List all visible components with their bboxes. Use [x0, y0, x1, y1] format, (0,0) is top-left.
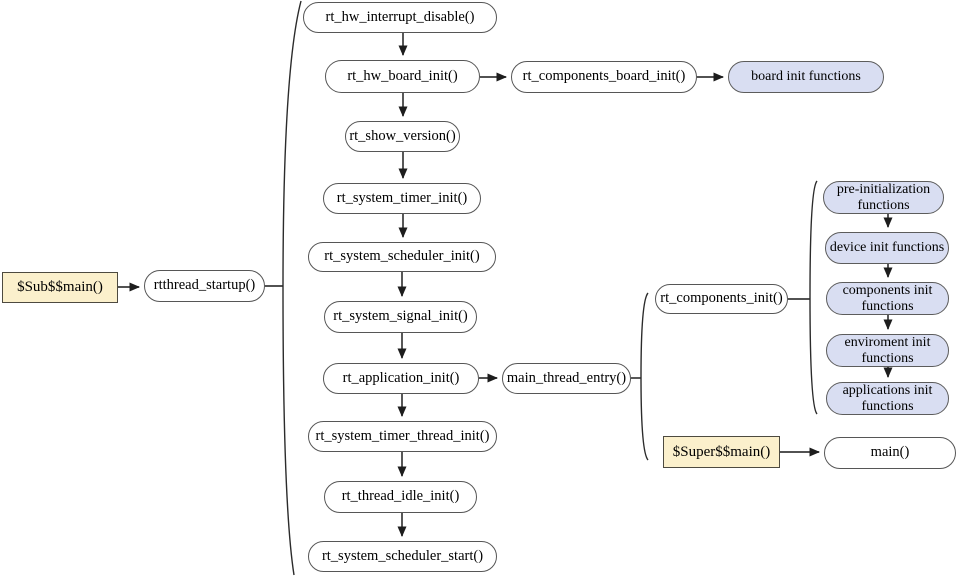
- node-rt-hw-interrupt-disable: rt_hw_interrupt_disable(): [303, 2, 497, 33]
- node-rt-system-scheduler-start: rt_system_scheduler_start(): [308, 541, 497, 572]
- node-main: main(): [824, 437, 956, 469]
- node-rt-thread-idle-init: rt_thread_idle_init(): [324, 481, 477, 513]
- node-rt-system-timer-init: rt_system_timer_init(): [323, 183, 481, 214]
- node-super-main: $Super$$main(): [663, 436, 780, 468]
- node-rt-components-board-init: rt_components_board_init(): [511, 61, 697, 93]
- node-rt-system-timer-thread-init: rt_system_timer_thread_init(): [308, 421, 497, 452]
- node-enviroment-init-functions: enviroment init functions: [826, 334, 949, 367]
- node-rt-system-scheduler-init: rt_system_scheduler_init(): [308, 242, 496, 272]
- node-rt-application-init: rt_application_init(): [323, 363, 479, 394]
- node-components-init-functions: components init functions: [826, 282, 949, 315]
- main-thread-brace: [640, 292, 649, 461]
- node-rt-hw-board-init: rt_hw_board_init(): [325, 60, 480, 93]
- node-rtthread-startup: rtthread_startup(): [144, 270, 265, 302]
- node-main-thread-entry: main_thread_entry(): [502, 363, 631, 394]
- node-rt-system-signal-init: rt_system_signal_init(): [324, 301, 477, 333]
- node-device-init-functions: device init functions: [825, 232, 949, 264]
- startup-sequence-brace: [282, 0, 302, 576]
- node-rt-show-version: rt_show_version(): [345, 121, 460, 152]
- node-sub-main: $Sub$$main(): [2, 272, 118, 303]
- node-applications-init-functions: applications init functions: [826, 382, 949, 415]
- node-pre-initialization-functions: pre-initialization functions: [823, 181, 944, 214]
- components-init-brace: [809, 180, 818, 415]
- node-board-init-functions: board init functions: [728, 61, 884, 93]
- node-rt-components-init: rt_components_init(): [655, 284, 788, 314]
